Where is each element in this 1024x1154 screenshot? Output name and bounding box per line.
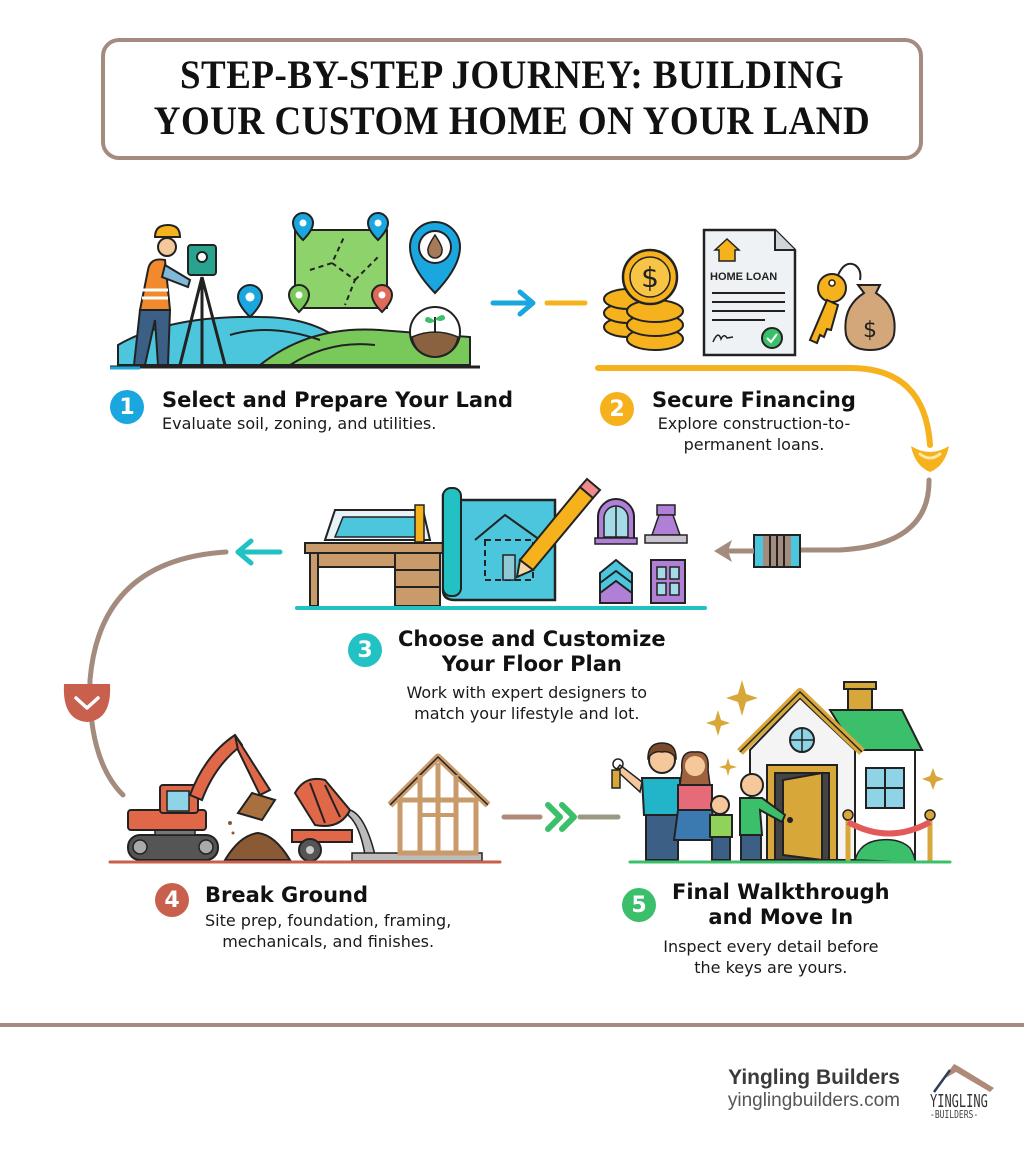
step-4-badge: 4 [155, 883, 189, 917]
surveyor-icon [132, 223, 192, 366]
logo-text-line-1: YINGLING [930, 1090, 988, 1112]
window-icon [594, 498, 638, 545]
house-icon [737, 681, 924, 862]
step-2: 2 Secure Financing Explore construction-… [600, 388, 856, 455]
title-line-1: STEP-BY-STEP JOURNEY: BUILDING [179, 53, 845, 98]
step-2-description-line-2: permanent loans. [683, 435, 825, 454]
step-4-title: Break Ground [205, 883, 369, 907]
soil-sprout-icon [409, 306, 461, 358]
step1-illustration [110, 212, 480, 370]
title-banner: STEP-BY-STEP JOURNEY: BUILDING YOUR CUST… [101, 38, 923, 160]
stamp-icon [644, 504, 688, 544]
step-2-description-line-1: Explore construction-to- [657, 414, 851, 433]
map-pin-icon [236, 212, 394, 319]
step-4-description-line-1: Site prep, foundation, framing, [205, 911, 452, 930]
striped-connector-icon [714, 534, 801, 568]
brand-name: Yingling Builders [728, 1066, 900, 1089]
step3-illustration [295, 477, 707, 610]
brand-url[interactable]: yinglingbuilders.com [727, 1090, 900, 1111]
brand-logo-icon [932, 1064, 994, 1093]
cement-mixer-icon [291, 777, 376, 862]
step-3-title-line-1: Choose and Customize [398, 627, 666, 651]
pencil-icon [515, 477, 602, 579]
chevron-down-red-icon [63, 684, 111, 722]
keys-icon [611, 758, 624, 789]
step-3-badge: 3 [348, 633, 382, 667]
door-panel-icon [650, 559, 686, 604]
ribbon-icon [842, 809, 936, 863]
family-icon [611, 742, 787, 861]
money-bag-icon: $ [844, 284, 896, 352]
step-2-title: Secure Financing [652, 388, 856, 412]
step-4: 4 Break Ground Site prep, foundation, fr… [155, 883, 451, 952]
dirt-pile-icon [223, 821, 292, 861]
house-frame-icon [387, 753, 491, 856]
total-station-icon [178, 244, 227, 366]
step-2-badge: 2 [600, 392, 634, 426]
excavator-icon [127, 733, 277, 861]
document-label: HOME LOAN [710, 271, 777, 283]
step-5-description-line-2: the keys are yours. [694, 958, 848, 977]
step-1: 1 Select and Prepare Your Land Evaluate … [110, 388, 513, 434]
step-1-title: Select and Prepare Your Land [162, 388, 514, 412]
step5-illustration [611, 680, 952, 864]
svg-text:$: $ [641, 261, 659, 294]
arrow-right-icon [490, 289, 588, 317]
key-icon [808, 262, 862, 345]
home-loan-document-icon: HOME LOAN [702, 228, 797, 357]
step-3: 3 Choose and Customize Your Floor Plan W… [348, 627, 666, 724]
step-3-title-line-2: Your Floor Plan [441, 652, 622, 676]
footer-divider [0, 1023, 1024, 1027]
step-5-description-line-1: Inspect every detail before [663, 937, 879, 956]
coin-stack-icon: $ [603, 248, 684, 351]
step-4-description-line-2: mechanicals, and finishes. [222, 932, 435, 951]
step-5: 5 Final Walkthrough and Move In Inspect … [622, 880, 890, 978]
roof-swatch-icon [599, 558, 633, 604]
step-5-title-line-1: Final Walkthrough [672, 880, 890, 904]
step-5-badge: 5 [622, 888, 656, 922]
chevron-down-gold-icon [911, 446, 949, 472]
step4-illustration [108, 733, 502, 864]
step-3-description-line-2: match your lifestyle and lot. [414, 704, 640, 723]
sparkle-icon [706, 680, 944, 790]
step-3-description-line-1: Work with expert designers to [406, 683, 648, 702]
step2-illustration: $ HOME LOAN $ [603, 228, 896, 357]
svg-text:$: $ [863, 318, 877, 343]
water-drop-pin-icon [408, 221, 462, 295]
double-chevron-right-icon [501, 802, 621, 832]
step-5-title-line-2: and Move In [708, 905, 854, 929]
title-line-2: YOUR CUSTOM HOME ON YOUR LAND [153, 99, 871, 144]
logo-text-line-2: -BUILDERS- [930, 1108, 979, 1121]
step-1-badge: 1 [110, 390, 144, 424]
arrow-left-icon [235, 538, 283, 566]
step-1-description: Evaluate soil, zoning, and utilities. [162, 414, 437, 433]
drafting-desk-icon [304, 504, 456, 607]
flow-connectors [63, 289, 949, 832]
